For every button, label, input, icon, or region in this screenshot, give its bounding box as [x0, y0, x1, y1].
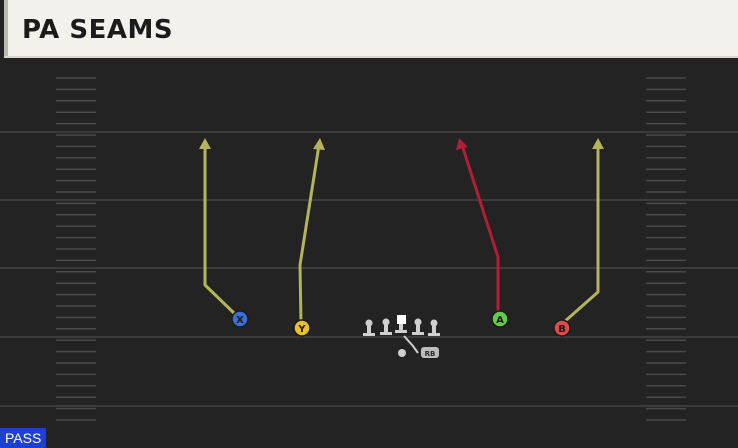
running-back-icon: RB — [421, 347, 439, 358]
player-b-label: B — [558, 324, 566, 335]
play-title-bar: PA SEAMS — [4, 0, 738, 58]
route-x-arrow — [199, 138, 211, 149]
play-type-badge: PASS — [0, 428, 47, 448]
player-x[interactable]: X — [231, 310, 249, 328]
yard-lines — [0, 131, 738, 407]
center-icon — [395, 315, 407, 333]
player-a-label: A — [496, 315, 504, 326]
route-y — [298, 143, 321, 325]
lineman-icon — [412, 318, 424, 335]
backfield-formation: RB — [363, 315, 440, 358]
lineman-icon — [363, 319, 375, 336]
rb-label: RB — [425, 350, 436, 358]
quarterback-icon — [398, 349, 406, 357]
route-a — [460, 143, 500, 317]
route-x — [203, 142, 238, 317]
lineman-icon — [428, 319, 440, 336]
player-y-label: Y — [297, 324, 306, 335]
player-y[interactable]: Y — [293, 319, 311, 337]
route-y-arrow — [313, 138, 325, 150]
route-a-arrow — [456, 138, 468, 150]
player-b[interactable]: B — [553, 319, 571, 337]
route-b — [561, 142, 600, 325]
player-x-label: X — [236, 315, 244, 326]
play-action-fake-path — [403, 335, 419, 354]
player-a[interactable]: A — [491, 310, 509, 328]
title-accent-strip — [4, 0, 8, 56]
route-b-arrow — [592, 138, 604, 149]
lineman-icon — [380, 318, 392, 335]
play-title: PA SEAMS — [22, 15, 174, 45]
hash-marks — [56, 77, 686, 421]
